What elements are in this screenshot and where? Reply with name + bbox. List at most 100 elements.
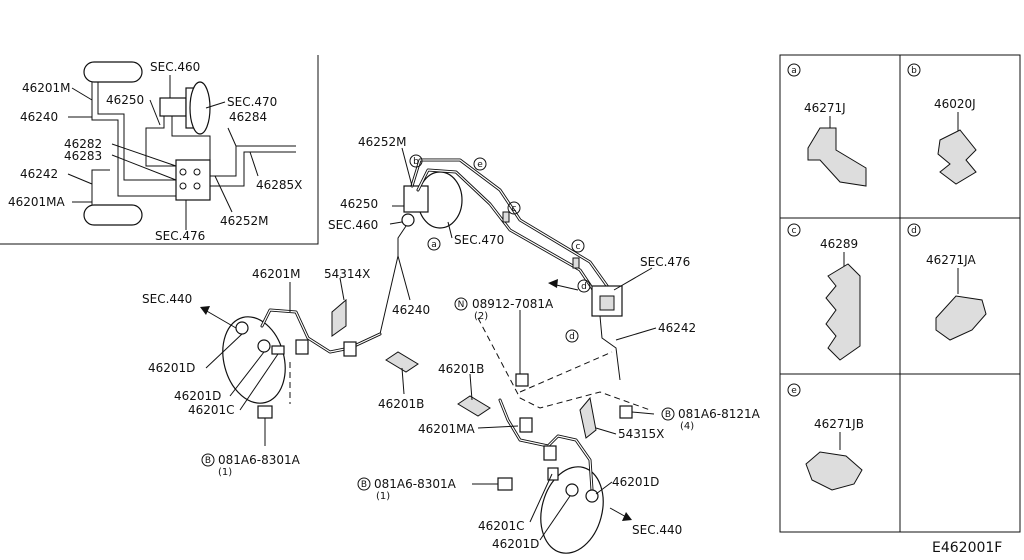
leader [67, 173, 93, 185]
svg-text:B: B [665, 410, 671, 420]
leader [249, 151, 259, 177]
svg-text:d: d [569, 332, 575, 342]
pipe-46242 [599, 315, 621, 381]
inset-label: SEC.470 [227, 95, 277, 109]
leader [401, 367, 405, 395]
bracket-54314X [331, 298, 347, 337]
clip-46271JB-shape [805, 451, 863, 491]
label-qty: (4) [680, 421, 694, 432]
inset-label: 46252M [220, 214, 269, 228]
inset-line-mc2 [171, 116, 211, 160]
leader [111, 143, 177, 167]
hose-fitting [343, 341, 357, 357]
callout-b: b [409, 154, 423, 168]
svg-text:b: b [413, 157, 419, 167]
svg-text:d: d [911, 226, 917, 236]
master-cylinder-shape [159, 97, 187, 117]
leader [529, 473, 553, 523]
bolt [497, 477, 513, 491]
leader [613, 267, 653, 291]
inset-line-left [91, 82, 176, 197]
clip-46201B [385, 351, 419, 373]
label-sec470: SEC.470 [454, 233, 504, 247]
right-caliper-shield [540, 466, 604, 554]
label-46250: 46250 [340, 197, 378, 211]
union-bolt [547, 467, 559, 481]
inset-schematic: 46201M 46240 46250 SEC.460 SEC.470 46284… [0, 55, 319, 245]
leader [469, 373, 473, 401]
callout-B: B [201, 453, 215, 467]
callout-c: c [507, 201, 521, 215]
label-sec476: SEC.476 [640, 255, 690, 269]
inset-label: 46240 [20, 110, 58, 124]
clip-46201B [457, 395, 491, 417]
label-54315X: 54315X [618, 427, 664, 441]
port [193, 168, 201, 176]
leader [71, 87, 93, 101]
label-46201C: 46201C [188, 403, 235, 417]
label-bolt-081A6-8121A: 081A6-8121A [678, 407, 761, 421]
hose-fitting [519, 417, 533, 433]
leader [111, 154, 177, 181]
washer [257, 339, 271, 353]
svg-text:e: e [791, 386, 797, 396]
clip-part-number: 46289 [820, 237, 858, 251]
inset-label: 46242 [20, 167, 58, 181]
leader [595, 481, 613, 495]
label-46201D: 46201D [492, 537, 539, 551]
arrow-head [548, 279, 558, 288]
clip-cell-c: c 46289 [787, 223, 861, 361]
label-sec440: SEC.440 [632, 523, 682, 537]
label-qty: (2) [474, 311, 488, 322]
diagram-code: E462001F [932, 540, 1002, 556]
inset-label: 46201M [22, 81, 71, 95]
union-bolt [271, 345, 285, 355]
label-sec460: SEC.460 [328, 218, 378, 232]
label-46242: 46242 [658, 321, 696, 335]
callout-N: N [454, 297, 468, 311]
label-46201C: 46201C [478, 519, 525, 533]
leader [214, 175, 233, 213]
clip-46020J-shape [937, 129, 977, 185]
svg-text:a: a [791, 66, 797, 76]
inset-line-rear-out-2 [210, 151, 296, 187]
svg-text:b: b [911, 66, 917, 76]
pipe-46240 [379, 225, 407, 335]
label-bolt-081A6-8301A: 081A6-8301A [374, 477, 457, 491]
svg-text:B: B [361, 480, 367, 490]
bolt [619, 405, 633, 419]
clip-c [572, 257, 580, 269]
leader [205, 101, 226, 109]
label-46240: 46240 [392, 303, 430, 317]
callout-B: B [357, 477, 371, 491]
label-nut-08912-7081A: 08912-7081A [472, 297, 554, 311]
clip-46289-shape [825, 263, 861, 361]
inset-label: 46283 [64, 149, 102, 163]
nut [515, 373, 529, 387]
clip-46271JA-shape [935, 295, 987, 341]
callout-d: d [577, 279, 591, 293]
label-46201B: 46201B [438, 362, 484, 376]
clip-part-number: 46271J [804, 101, 846, 115]
label-46201M: 46201M [252, 267, 301, 281]
svg-text:e: e [477, 160, 483, 170]
leader [149, 99, 161, 126]
leader [631, 411, 655, 415]
reservoir-shape [401, 213, 415, 227]
leader [477, 425, 519, 429]
washer [235, 321, 249, 335]
svg-text:a: a [431, 240, 437, 250]
inset-line-mc1 [145, 116, 176, 167]
front-wheel-shape [83, 61, 143, 83]
clip-cell-b: b 46020J [907, 63, 977, 185]
inset-label: 46250 [106, 93, 144, 107]
inset-label: 46201MA [8, 195, 66, 209]
svg-text:c: c [792, 226, 797, 236]
inset-line-rear-out [210, 145, 296, 177]
clip-cell-d: d 46271JA [907, 223, 987, 341]
leader [397, 255, 411, 301]
clip-table: a 46271J b 46020J c 46289 d 46271JA [779, 54, 1021, 533]
bolt [257, 405, 273, 419]
washer [565, 483, 579, 497]
